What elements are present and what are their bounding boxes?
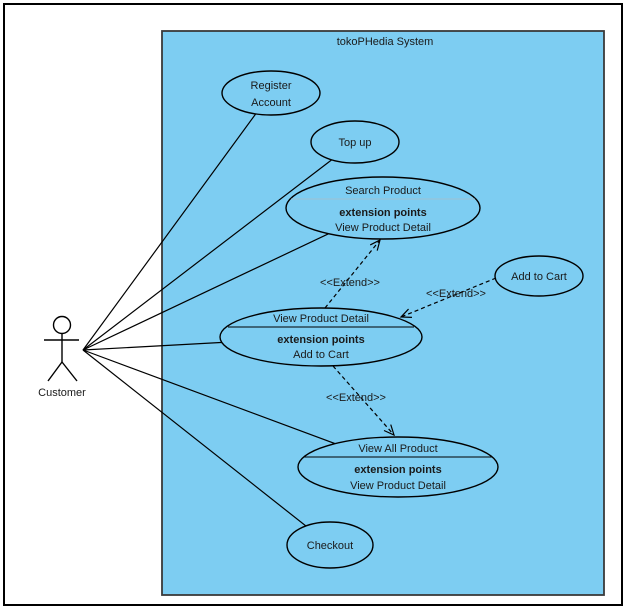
usecase-register-account-ellipse <box>221 70 321 116</box>
usecase-view-all-product: View All Product extension points View P… <box>297 436 499 498</box>
extend-arrow-view-product-detail-to-search-product <box>324 240 380 309</box>
usecase-view-all-product-extension-points-header: extension points <box>354 464 441 476</box>
actor-right-leg <box>61 361 78 382</box>
extend-arrow-view-product-detail-to-view-all-product <box>332 365 394 435</box>
system-boundary-title: tokoPHedia System <box>337 36 434 48</box>
usecase-view-all-product-label: View All Product <box>358 443 437 455</box>
actor-customer: Customer <box>38 315 86 399</box>
association-customer-top-up <box>82 141 356 351</box>
usecase-checkout-label: Checkout <box>307 540 353 552</box>
extend-label-add-to-cart-to-view-product-detail: <<Extend>> <box>426 288 486 300</box>
usecase-view-product-detail-label: View Product Detail <box>273 313 369 325</box>
usecase-search-product-ellipse <box>285 176 481 240</box>
usecase-top-up-ellipse <box>310 120 400 164</box>
usecase-search-product-extension-point: View Product Detail <box>335 222 431 234</box>
usecase-checkout-ellipse <box>286 521 374 569</box>
usecase-view-product-detail-extension-points-header: extension points <box>277 334 364 346</box>
extend-relationships: <<Extend>> <<Extend>> <<Extend>> <box>320 240 497 435</box>
actor-label: Customer <box>38 387 86 399</box>
association-customer-register-account <box>82 92 272 351</box>
usecase-add-to-cart-ellipse <box>494 255 584 297</box>
system-boundary <box>161 30 605 596</box>
usecase-search-product-extension-points-header: extension points <box>339 207 426 219</box>
usecase-register-account-label-line1: Register <box>251 80 292 92</box>
usecase-top-up-label: Top up <box>338 137 371 149</box>
usecase-view-product-detail-extension-point: Add to Cart <box>293 349 349 361</box>
usecase-view-product-detail: View Product Detail extension points Add… <box>219 307 423 367</box>
usecase-search-product-label: Search Product <box>345 185 421 197</box>
usecase-view-all-product-ellipse <box>297 436 499 498</box>
extend-label-view-product-detail-to-search-product: <<Extend>> <box>320 277 380 289</box>
usecase-register-account-label-line2: Account <box>251 97 291 109</box>
association-customer-checkout <box>82 349 331 546</box>
actor-left-leg <box>47 361 63 382</box>
usecase-search-product: Search Product extension points View Pro… <box>285 176 481 240</box>
usecase-register-account: Register Account <box>221 70 321 116</box>
associations <box>82 92 399 546</box>
extend-label-view-product-detail-to-view-all-product: <<Extend>> <box>326 392 386 404</box>
usecase-add-to-cart: Add to Cart <box>494 255 584 297</box>
usecase-view-all-product-extension-point: View Product Detail <box>350 480 446 492</box>
usecase-add-to-cart-label: Add to Cart <box>511 271 567 283</box>
extend-arrow-add-to-cart-to-view-product-detail <box>401 277 497 317</box>
usecase-checkout: Checkout <box>286 521 374 569</box>
usecase-view-product-detail-ellipse <box>219 307 423 367</box>
usecase-top-up: Top up <box>310 120 400 164</box>
